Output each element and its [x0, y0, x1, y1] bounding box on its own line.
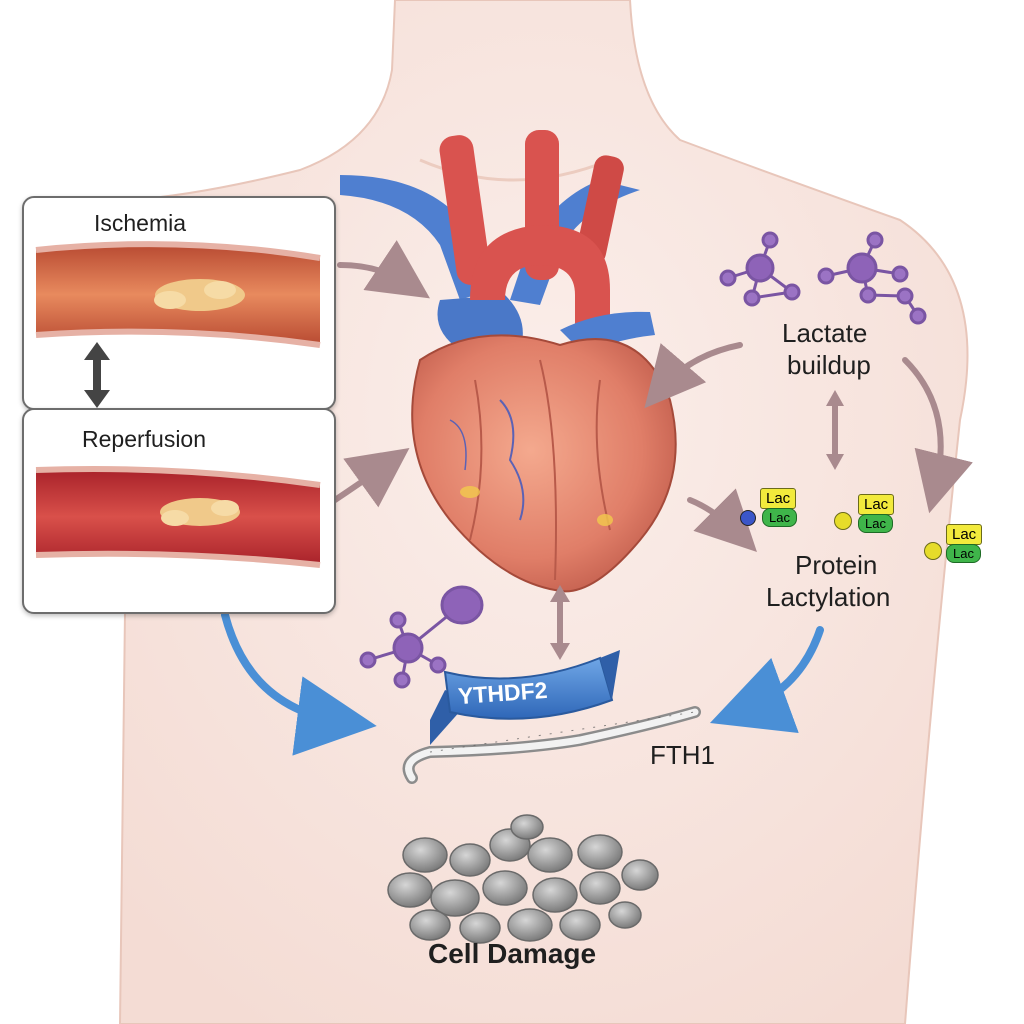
ythdf2-molecule [359, 585, 484, 689]
lactate-to-heart-arrow [644, 342, 743, 409]
lactate-label-line1: Lactate [782, 318, 868, 348]
lac-tag-label: Lac [762, 508, 797, 527]
cell-damage-label: Cell Damage [428, 938, 597, 969]
blue-arrows [221, 611, 824, 756]
great-vessels [340, 130, 655, 355]
reperfusion-title: Reperfusion [82, 426, 207, 452]
ischemia-title: Ischemia [94, 210, 187, 236]
lactate-molecule-1 [719, 231, 801, 307]
panel-to-ythdf2-arrow [221, 611, 377, 756]
protein-label-line1: Protein [795, 550, 878, 580]
lac-tag-label: Lac [760, 488, 797, 509]
lac-tag-label: Lac [858, 494, 895, 515]
heart-illustration [411, 334, 677, 593]
ischemia-to-heart-arrow [337, 240, 430, 299]
lac-tag-label: Lac [858, 514, 893, 533]
fth1-mrna-strand [402, 706, 701, 784]
lactate-molecule-2 [817, 231, 927, 325]
lactate-label-line2: buildup [787, 350, 871, 380]
fth1-label: FTH1 [650, 740, 715, 770]
lactylation-to-fth1-arrow [709, 626, 824, 734]
reperfusion-to-heart-arrow [332, 447, 410, 508]
cell-damage-cluster [387, 814, 659, 944]
lac-tag-label: Lac [946, 524, 983, 545]
flow-arrows [332, 240, 973, 660]
lac-tag-label: Lac [946, 544, 981, 563]
lactate-to-lactylation-arrow [902, 357, 973, 514]
ythdf2-ribbon [430, 650, 620, 745]
protein-label-line2: Lactylation [766, 582, 891, 612]
heart-to-lactylation-arrow [687, 488, 757, 552]
